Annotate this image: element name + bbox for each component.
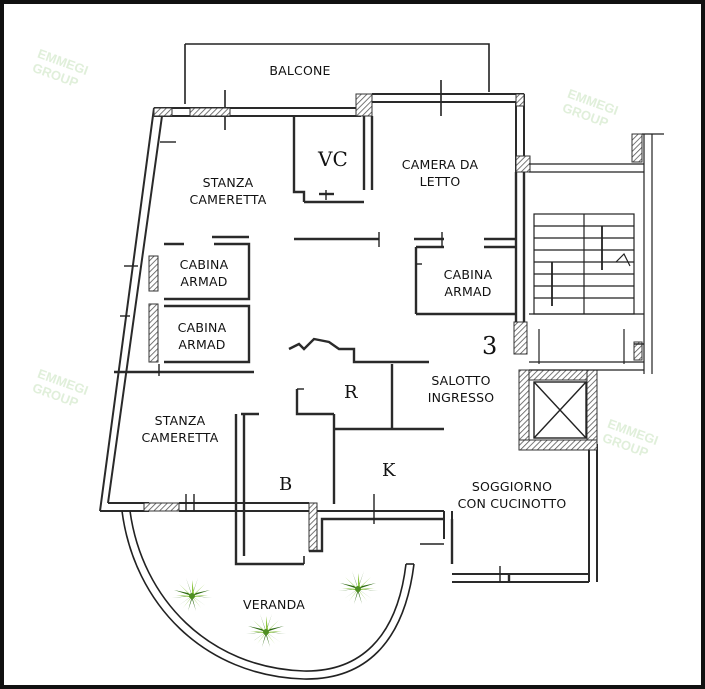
interior-walls bbox=[114, 116, 526, 582]
room-label-cabina-2: CABINA ARMAD bbox=[443, 267, 493, 299]
veranda-outline bbox=[121, 510, 415, 680]
door-marks bbox=[120, 141, 644, 582]
room-label-k: K bbox=[382, 460, 396, 481]
room-label-veranda: VERANDA bbox=[243, 597, 305, 612]
room-label-cabina-1: CABINA ARMAD bbox=[179, 257, 229, 289]
balcony-railing bbox=[184, 43, 490, 130]
plant-icon bbox=[172, 578, 212, 611]
outer-walls bbox=[99, 93, 598, 583]
elevator-shaft bbox=[533, 381, 587, 439]
floor-plan-drawing bbox=[99, 43, 664, 680]
stairwell bbox=[529, 133, 664, 374]
room-label-salotto: SALOTTO INGRESSO bbox=[427, 373, 495, 405]
hatched-walls bbox=[143, 93, 643, 552]
room-label-stanza-top: STANZA CAMERETTA bbox=[189, 175, 267, 207]
room-label-wc: VC bbox=[318, 147, 348, 171]
plant-icon bbox=[338, 571, 378, 604]
room-label-balcone: BALCONE bbox=[269, 63, 331, 78]
room-label-b: B bbox=[279, 474, 293, 495]
floor-number: 3 bbox=[482, 332, 498, 360]
room-label-camera: CAMERA DA LETTO bbox=[401, 157, 479, 189]
room-label-cabina-3: CABINA ARMAD bbox=[177, 320, 227, 352]
plant-icon bbox=[246, 614, 286, 647]
room-label-stanza-bottom: STANZA CAMERETTA bbox=[141, 413, 219, 445]
room-label-soggiorno: SOGGIORNO CON CUCINOTTO bbox=[457, 479, 567, 511]
room-label-r: R bbox=[344, 382, 358, 403]
